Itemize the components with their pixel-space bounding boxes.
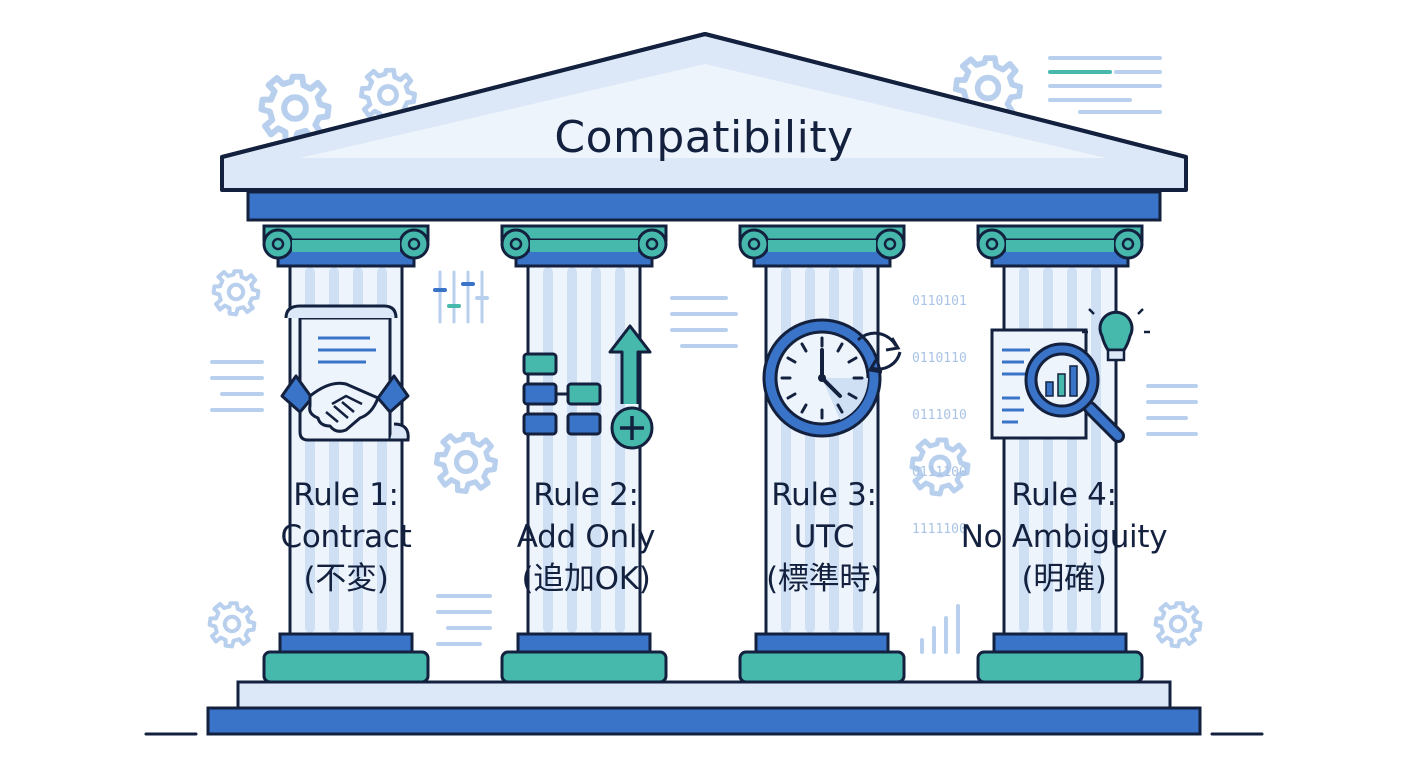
rule-heading: Rule 2:	[533, 477, 639, 513]
column-3	[738, 224, 906, 684]
binary-line: 0111100	[912, 465, 967, 480]
binary-decoration: 0110101 0110110 0111010 0111100 1111100	[912, 254, 967, 558]
pediment	[220, 32, 1188, 222]
rule-4-label: Rule 4: No Ambiguity (明確)	[912, 474, 1216, 600]
rule-name: UTC	[793, 519, 855, 555]
rule-note: (追加OK)	[521, 561, 651, 597]
rule-name: Contract	[280, 519, 412, 555]
rule-note: (明確)	[1021, 561, 1107, 597]
contract-handshake-icon	[280, 304, 410, 442]
rule-name: No Ambiguity	[960, 519, 1168, 555]
rule-note: (不変)	[303, 561, 389, 597]
binary-line: 1111100	[912, 522, 967, 537]
decorative-lines	[210, 56, 1198, 654]
rule-note: (標準時)	[766, 561, 882, 597]
binary-line: 0111010	[912, 408, 967, 423]
column-2	[500, 224, 668, 684]
pediment-title: Compatibility	[554, 112, 854, 163]
temple-base	[144, 680, 1264, 736]
column-1	[262, 224, 430, 684]
rule-1-label: Rule 1: Contract (不変)	[224, 474, 468, 600]
add-blocks-icon	[522, 324, 654, 450]
rule-3-label: Rule 3: UTC (標準時)	[702, 474, 946, 600]
rule-name: Add Only	[516, 519, 656, 555]
magnifier-insight-icon	[990, 300, 1150, 443]
utc-clock-icon	[762, 318, 902, 438]
rule-2-label: Rule 2: Add Only (追加OK)	[464, 474, 708, 600]
columns	[262, 224, 1144, 684]
binary-line: 0110110	[912, 351, 967, 366]
rule-heading: Rule 4:	[1011, 477, 1117, 513]
binary-line: 0110101	[912, 294, 967, 309]
rule-heading: Rule 1:	[293, 477, 399, 513]
rule-heading: Rule 3:	[771, 477, 877, 513]
column-4	[976, 224, 1144, 684]
